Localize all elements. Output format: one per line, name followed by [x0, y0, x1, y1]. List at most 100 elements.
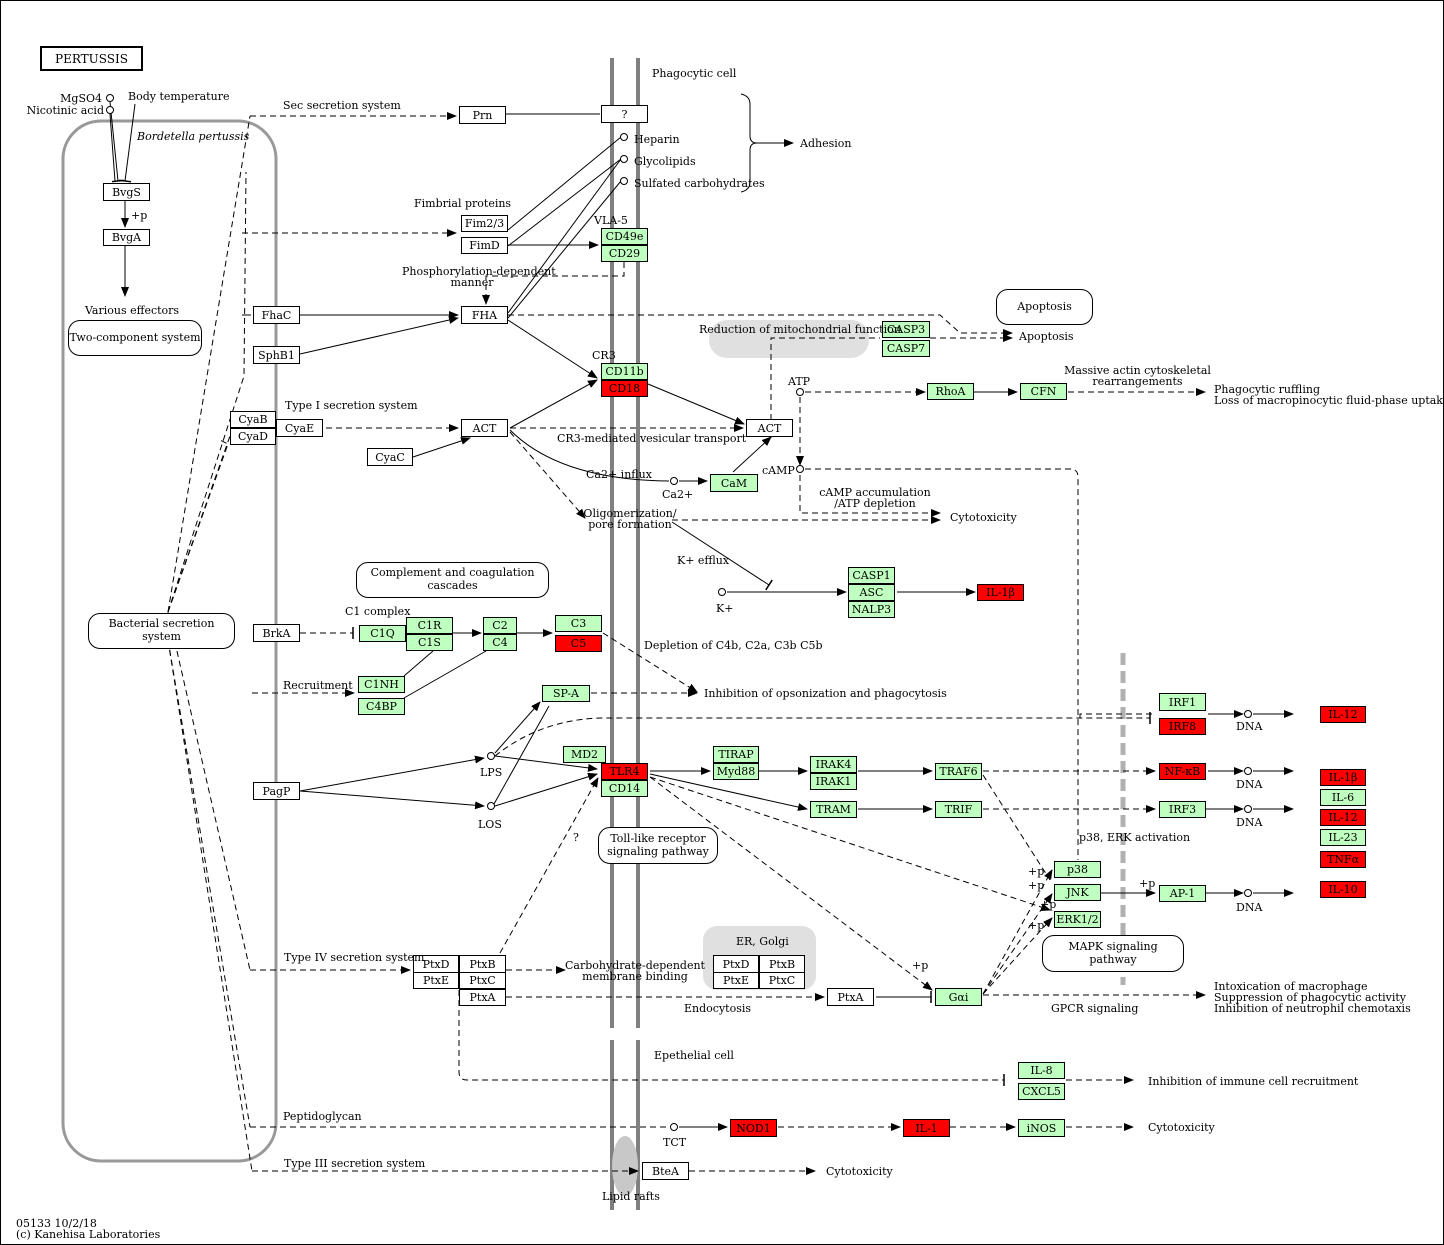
irak1-box[interactable]: IRAK1 [810, 773, 857, 790]
cd18-box[interactable]: CD18 [601, 380, 648, 397]
traf6-box[interactable]: TRAF6 [935, 763, 982, 780]
tirap-box[interactable]: TIRAP [713, 746, 759, 763]
cam-box[interactable]: CaM [710, 474, 758, 492]
ptxe-box-2[interactable]: PtxE [713, 972, 759, 989]
c4-box[interactable]: C4 [483, 634, 517, 651]
il8-box[interactable]: IL-8 [1018, 1062, 1065, 1079]
los-node[interactable] [487, 802, 495, 810]
lps-node[interactable] [487, 752, 495, 760]
cfn-box[interactable]: CFN [1020, 383, 1067, 400]
cd11b-box[interactable]: CD11b [601, 363, 648, 380]
nalp3-box[interactable]: NALP3 [848, 601, 895, 618]
ptxc-box[interactable]: PtxC [459, 972, 506, 989]
c4bp-box[interactable]: C4BP [358, 698, 405, 715]
spa-box[interactable]: SP-A [542, 685, 590, 702]
sulfated-node[interactable] [620, 177, 628, 185]
cd29-box[interactable]: CD29 [601, 245, 648, 262]
ap1-box[interactable]: AP-1 [1159, 885, 1206, 902]
brka-box[interactable]: BrkA [253, 624, 300, 642]
gai-box[interactable]: Gαi [935, 988, 982, 1006]
ptxb-box[interactable]: PtxB [459, 955, 506, 973]
ptxd-box-2[interactable]: PtxD [713, 955, 759, 973]
mapk-map[interactable]: MAPK signaling pathway [1042, 935, 1184, 972]
dna-node-2[interactable] [1244, 767, 1252, 775]
inos-box[interactable]: iNOS [1018, 1119, 1065, 1137]
cyac-box[interactable]: CyaC [367, 448, 413, 466]
rhoa-box[interactable]: RhoA [927, 383, 974, 400]
bvga-box[interactable]: BvgA [103, 229, 150, 246]
il6-box[interactable]: IL-6 [1320, 789, 1366, 806]
irf3-box[interactable]: IRF3 [1159, 801, 1206, 818]
il23-box[interactable]: IL-23 [1320, 829, 1366, 846]
bvgs-box[interactable]: BvgS [103, 183, 150, 201]
heparin-node[interactable] [620, 133, 628, 141]
casp7-box[interactable]: CASP7 [882, 340, 930, 357]
p38-box[interactable]: p38 [1054, 861, 1101, 878]
cxcl5-box[interactable]: CXCL5 [1018, 1083, 1065, 1100]
tram-box[interactable]: TRAM [810, 801, 857, 818]
c2-box[interactable]: C2 [483, 617, 517, 634]
act-box-right[interactable]: ACT [746, 419, 793, 437]
fha-box[interactable]: FHA [461, 306, 508, 324]
il10-box[interactable]: IL-10 [1320, 881, 1366, 898]
c1q-box[interactable]: C1Q [359, 625, 406, 642]
fhac-box[interactable]: FhaC [253, 306, 300, 324]
fim23-box[interactable]: Fim2/3 [461, 215, 508, 232]
c5-box[interactable]: C5 [555, 635, 602, 652]
two-component-map[interactable]: Two-component system [68, 320, 202, 356]
complement-map[interactable]: Complement and coagulation cascades [356, 562, 549, 598]
ptxa-box-2[interactable]: PtxA [827, 988, 874, 1006]
erk-box[interactable]: ERK1/2 [1054, 911, 1101, 928]
ptxe-box[interactable]: PtxE [413, 972, 459, 989]
trif-box[interactable]: TRIF [935, 801, 982, 818]
sphb1-box[interactable]: SphB1 [253, 346, 300, 364]
il1b-box-b[interactable]: IL-1β [1320, 769, 1366, 786]
irf1-box[interactable]: IRF1 [1159, 693, 1206, 711]
c1r-box[interactable]: C1R [406, 617, 453, 634]
tnfa-box[interactable]: TNFα [1320, 851, 1366, 868]
tlr4-box[interactable]: TLR4 [601, 763, 648, 780]
ptxb-box-2[interactable]: PtxB [759, 955, 805, 973]
asc-box[interactable]: ASC [848, 584, 895, 601]
jnk-box[interactable]: JNK [1054, 884, 1101, 901]
c3-box[interactable]: C3 [555, 615, 602, 632]
cyab-box[interactable]: CyaB [230, 411, 276, 428]
dna-node-4[interactable] [1244, 889, 1252, 897]
k-node[interactable] [718, 588, 726, 596]
er-golgi-label[interactable]: ER, Golgi [736, 935, 789, 948]
nod1-box[interactable]: NOD1 [730, 1119, 777, 1137]
nfkb-box[interactable]: NF-κB [1159, 763, 1206, 780]
il12-box-b[interactable]: IL-12 [1320, 809, 1366, 826]
bacterial-secretion-map[interactable]: Bacterial secretion system [88, 613, 235, 649]
myd88-box[interactable]: Myd88 [713, 763, 759, 780]
dna-node-3[interactable] [1244, 805, 1252, 813]
irak4-box[interactable]: IRAK4 [810, 756, 857, 773]
il1b-box[interactable]: IL-1β [977, 584, 1024, 601]
md2-box[interactable]: MD2 [563, 746, 606, 763]
cd49e-box[interactable]: CD49e [601, 228, 648, 245]
il1-box[interactable]: IL-1 [903, 1119, 950, 1137]
act-box-left[interactable]: ACT [461, 419, 508, 437]
casp1-box[interactable]: CASP1 [848, 567, 895, 584]
pagp-box[interactable]: PagP [253, 782, 300, 800]
unknown-box[interactable]: ? [601, 105, 648, 123]
il12-box-a[interactable]: IL-12 [1320, 706, 1366, 723]
fimd-box[interactable]: FimD [461, 237, 508, 254]
ca-node[interactable] [670, 477, 678, 485]
dna-node-1[interactable] [1244, 710, 1252, 718]
casp3-box[interactable]: CASP3 [882, 321, 930, 338]
ptxa-box[interactable]: PtxA [459, 989, 506, 1006]
tct-node[interactable] [670, 1123, 678, 1131]
ptxc-box-2[interactable]: PtxC [759, 972, 805, 989]
apoptosis-map[interactable]: Apoptosis [996, 289, 1093, 325]
cd14-box[interactable]: CD14 [601, 780, 648, 797]
atp-node[interactable] [796, 388, 804, 396]
camp-node[interactable] [796, 465, 804, 473]
cyad-box[interactable]: CyaD [230, 428, 276, 445]
btea-box[interactable]: BteA [642, 1162, 689, 1180]
irf8-box[interactable]: IRF8 [1159, 718, 1206, 735]
c1nh-box[interactable]: C1NH [358, 676, 405, 693]
cyae-box[interactable]: CyaE [276, 419, 323, 437]
mgso4-node[interactable] [106, 94, 114, 102]
glycolipids-node[interactable] [620, 155, 628, 163]
